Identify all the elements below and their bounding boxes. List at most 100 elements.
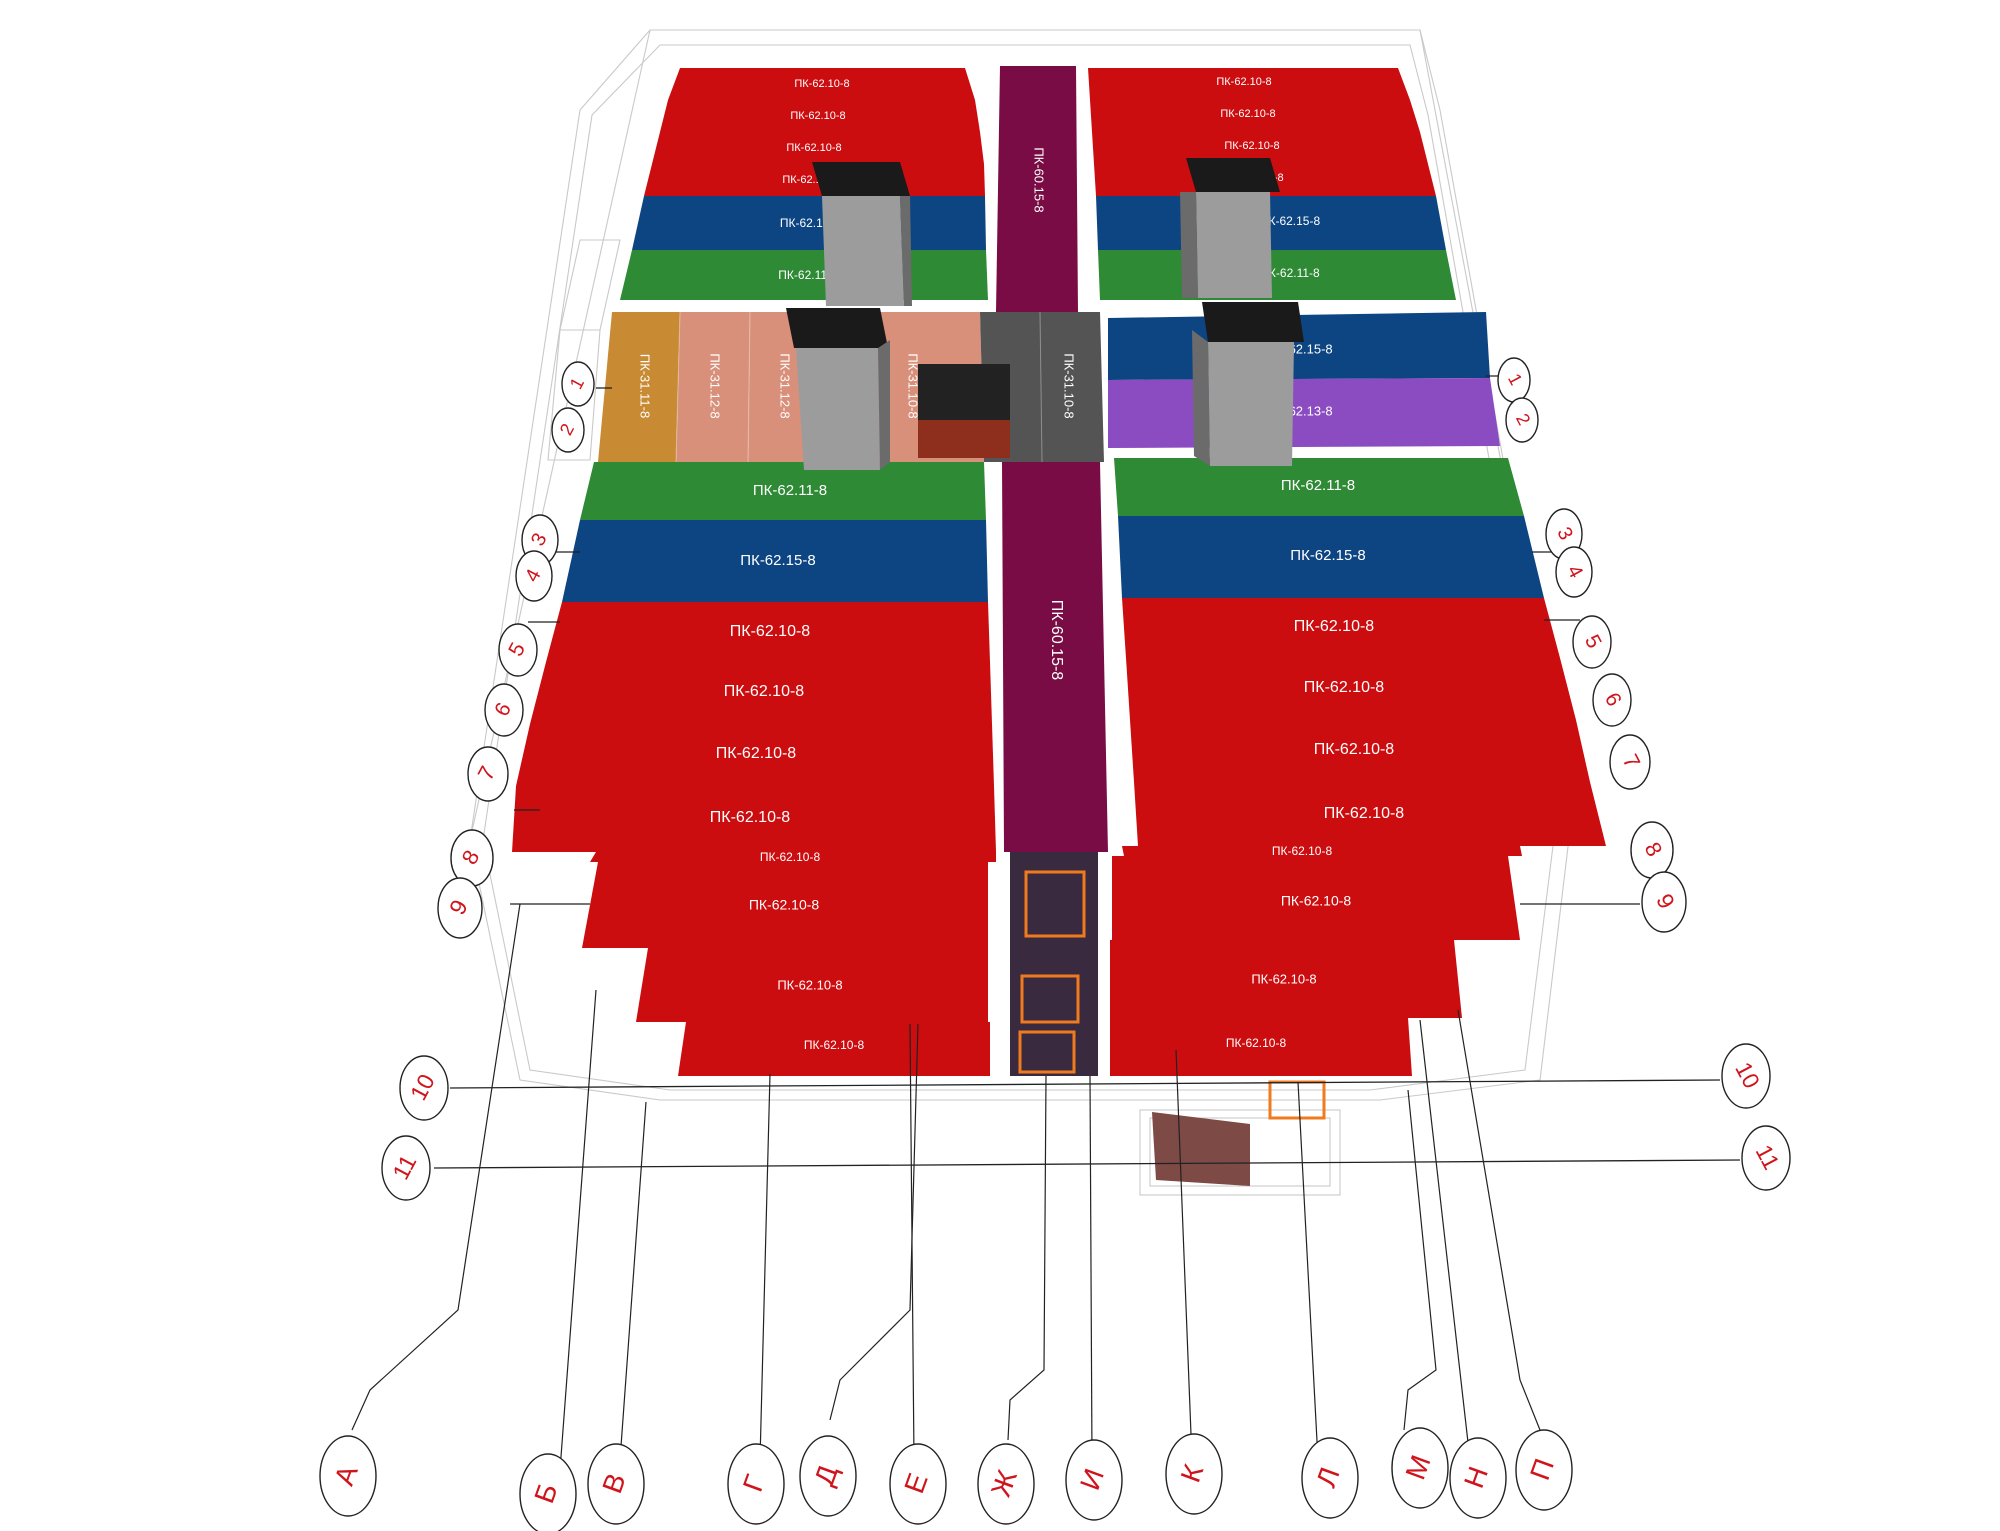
- slab-main-left-6: [512, 786, 996, 852]
- brick-block: [918, 364, 1010, 458]
- slab-label-main-right-5: ПК-62.10-8: [1314, 741, 1395, 758]
- slab-label-lower-right-4: ПК-62.10-8: [1226, 1036, 1287, 1050]
- axis-bubble-7-right: 7: [1609, 734, 1651, 790]
- stair-frames: [1010, 852, 1326, 1120]
- axis-bubble-1-right: 1: [1497, 357, 1531, 403]
- slab-label-main-right-1: ПК-62.11-8: [1281, 477, 1355, 494]
- slab-label-main-left-6: ПК-62.10-8: [710, 809, 791, 826]
- slab-top-left-2: [660, 100, 980, 132]
- axis-leader-lines: [351, 903, 1541, 1471]
- axis-bubble-Б: Б: [519, 1453, 577, 1531]
- slab-lower-left-1: [590, 852, 996, 862]
- slab-label-main-right-3: ПК-62.10-8: [1294, 618, 1375, 635]
- slab-main-left-2: [562, 520, 988, 602]
- axis-letters: А Б В Г Д Е Ж И К Л М Н П: [319, 1427, 1573, 1531]
- slab-lower-right-3: [1110, 940, 1462, 1018]
- slab-label-lower-left-3: ПК-62.10-8: [777, 977, 842, 992]
- axis-bubble-М: М: [1391, 1427, 1449, 1509]
- axis-bubble-2-right: 2: [1505, 397, 1539, 443]
- shaft-main-label: ПК-60.15-8: [1048, 600, 1065, 681]
- slab-label-top-right-6: ПК-62.11-8: [1260, 266, 1320, 280]
- axis-bubble-8-right: 8: [1630, 821, 1674, 879]
- axis-bubble-Г: Г: [727, 1443, 785, 1525]
- mid-label-salmon-2: ПК-31.12-8: [778, 353, 793, 418]
- axis-bubble-И: И: [1065, 1439, 1123, 1521]
- axis-bubble-4-right: 4: [1555, 546, 1593, 598]
- slab-main-left-3: [546, 602, 990, 662]
- slab-top-right-1: [1088, 68, 1410, 100]
- slab-group-main-left: ПК-62.11-8 ПК-62.15-8 ПК-62.10-8 ПК-62.1…: [512, 462, 996, 852]
- chimney-4: [1192, 302, 1304, 466]
- axis-bubble-К: К: [1165, 1433, 1223, 1515]
- axis-bubble-6-right: 6: [1592, 673, 1632, 727]
- mid-tan-slab: [598, 312, 680, 462]
- slab-lower-left-4: [678, 1022, 990, 1076]
- chimney-3: [786, 308, 890, 470]
- slab-label-top-right-5: ПК-62.15-8: [1260, 214, 1321, 228]
- slab-label-top-right-2: ПК-62.10-8: [1220, 108, 1275, 120]
- slab-main-right-4: [1126, 658, 1576, 720]
- axis-bubble-А: А: [319, 1435, 377, 1517]
- axis-bubble-11-left: 11: [381, 1135, 431, 1201]
- axis-bubble-2-left: 2: [551, 407, 585, 453]
- shaft-top: [996, 66, 1078, 312]
- axis-bubble-10-right: 10: [1721, 1043, 1771, 1109]
- slab-top-left-1: [668, 68, 975, 100]
- shaft-top-label: ПК-60.15-8: [1032, 147, 1047, 212]
- slab-label-main-left-1: ПК-62.11-8: [753, 482, 827, 499]
- slab-main-left-5: [516, 724, 994, 786]
- slab-label-top-left-3: ПК-62.10-8: [786, 142, 841, 154]
- slab-lower-right-4: [1110, 1018, 1412, 1076]
- axis-bubble-Е: Е: [889, 1443, 947, 1525]
- slab-label-top-left-1: ПК-62.10-8: [794, 78, 849, 90]
- slab-label-main-right-6: ПК-62.10-8: [1324, 805, 1405, 822]
- slab-main-left-1: [580, 462, 986, 520]
- slab-label-main-right-4: ПК-62.10-8: [1304, 679, 1385, 696]
- mid-label-gray: ПК-31.10-8: [1062, 353, 1077, 418]
- axis-bubble-9-left: 9: [437, 877, 483, 939]
- brick-patch: [1152, 1112, 1250, 1186]
- slab-label-lower-left-2: ПК-62.10-8: [749, 897, 820, 913]
- mid-salmon-slab-1: [676, 312, 750, 462]
- axis-bubble-П: П: [1515, 1429, 1573, 1511]
- slab-label-main-right-2: ПК-62.15-8: [1290, 547, 1365, 564]
- mid-label-salmon-1: ПК-31.12-8: [708, 353, 723, 418]
- slab-group-lower-left: ПК-62.10-8 ПК-62.10-8 ПК-62.10-8 ПК-62.1…: [582, 850, 996, 1076]
- slab-group-lower-right: ПК-62.10-8 ПК-62.10-8 ПК-62.10-8 ПК-62.1…: [1110, 844, 1522, 1076]
- chimney-2: [1180, 158, 1280, 298]
- slab-lower-right-1: [1122, 846, 1522, 856]
- slab-group-main-right: ПК-62.11-8 ПК-62.15-8 ПК-62.10-8 ПК-62.1…: [1114, 458, 1606, 846]
- slab-label-top-right-1: ПК-62.10-8: [1216, 76, 1271, 88]
- slab-group-top-left: ПК-62.10-8 ПК-62.10-8 ПК-62.10-8 ПК-62.1…: [620, 68, 988, 300]
- axis-bubble-1-left: 1: [561, 361, 595, 407]
- axis-bubble-Д: Д: [799, 1435, 857, 1517]
- axis-bubble-В: В: [587, 1443, 645, 1525]
- mid-label-salmon-3: ПК-31.10-8: [906, 353, 921, 418]
- axis-bubble-Л: Л: [1301, 1437, 1359, 1519]
- axis-bubble-6-left: 6: [484, 683, 524, 737]
- axis-numeric-left: 1 2 3 4 5 6 7 8 9 10 11: [381, 361, 595, 1201]
- axis-bubble-11-right: 11: [1741, 1125, 1791, 1191]
- slab-main-right-1: [1114, 458, 1524, 516]
- slab-main-right-2: [1118, 516, 1544, 598]
- axis-numeric-right: 1 2 3 4 5 6 7 8 9 10 11: [1497, 357, 1791, 1191]
- slab-label-lower-right-1: ПК-62.10-8: [1272, 844, 1333, 858]
- axis-bubble-5-right: 5: [1572, 615, 1612, 669]
- axis-bubble-5-left: 5: [498, 623, 538, 677]
- slab-top-left-3: [652, 132, 984, 164]
- slab-label-main-left-4: ПК-62.10-8: [724, 683, 805, 700]
- middle-band: ПК-31.11-8 ПК-31.12-8 ПК-31.12-8 ПК-31.1…: [598, 311, 1500, 463]
- slab-label-lower-right-2: ПК-62.10-8: [1281, 893, 1352, 909]
- slab-lower-left-3: [636, 948, 988, 1022]
- slab-top-right-3: [1092, 132, 1428, 164]
- mid-label-tan: ПК-31.11-8: [638, 354, 653, 418]
- axis-bubble-4-left: 4: [515, 550, 553, 602]
- slab-lower-right-2: [1112, 856, 1520, 940]
- slab-label-main-left-2: ПК-62.15-8: [740, 552, 815, 569]
- slab-label-top-left-6: ПК-62.11-8: [778, 268, 838, 282]
- slab-lower-left-2: [582, 862, 988, 948]
- slab-label-main-left-3: ПК-62.10-8: [730, 623, 811, 640]
- slab-label-lower-right-3: ПК-62.10-8: [1251, 971, 1316, 986]
- slab-label-lower-left-4: ПК-62.10-8: [804, 1038, 865, 1052]
